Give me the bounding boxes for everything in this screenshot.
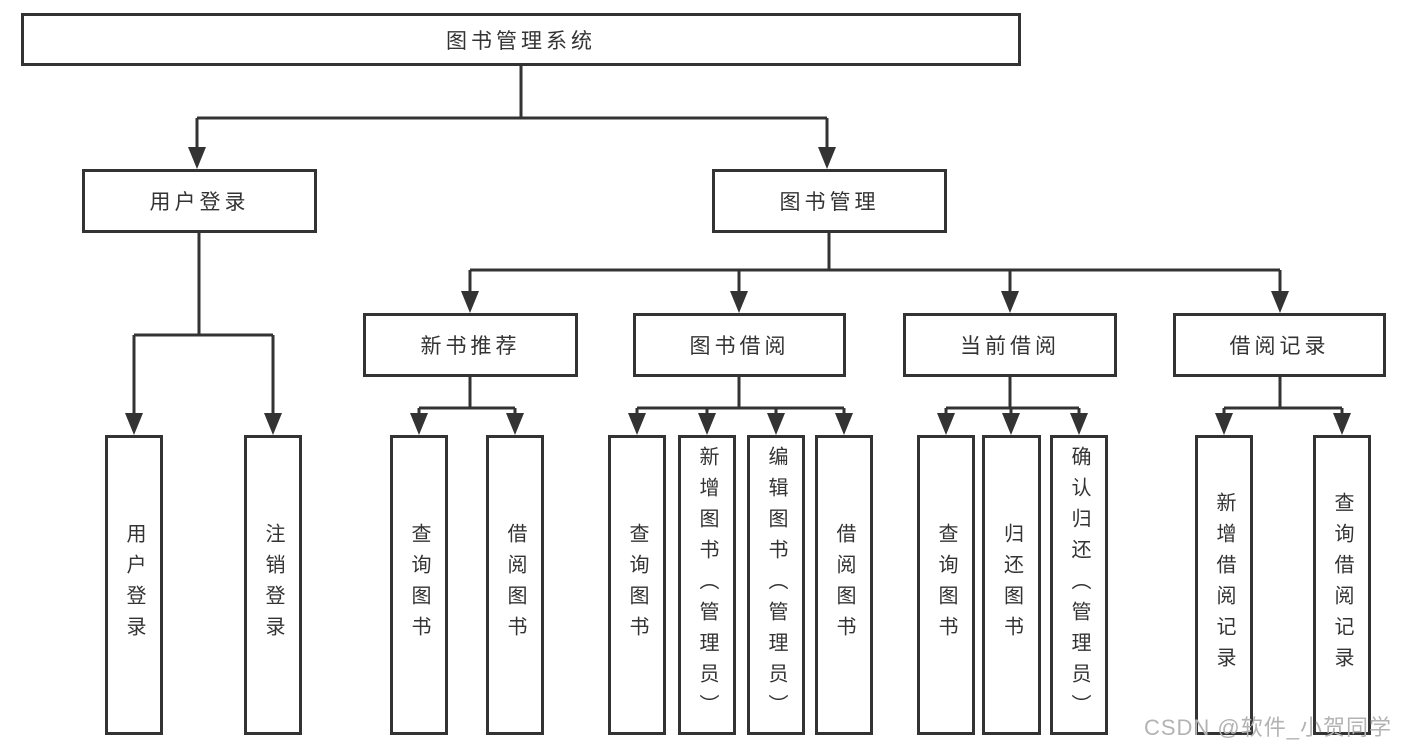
node-library-management-system: 图书管理系统 [21,13,1021,66]
leaf-query-borrow-record: 查询借阅记录 [1313,435,1371,735]
leaf-confirm-return-admin: 确认归还（管理员） [1050,435,1108,735]
node-borrowing-records: 借阅记录 [1173,313,1386,377]
node-user-login: 用户登录 [82,169,317,233]
leaf-query-books: 查询图书 [608,435,666,735]
leaf-label: 编辑图书（管理员） [765,445,787,725]
node-label: 用户登录 [149,191,250,214]
node-book-management: 图书管理 [712,169,947,233]
leaf-return-books: 归还图书 [982,435,1041,735]
node-new-book-recommendation: 新书推荐 [363,313,578,377]
leaf-query-books: 查询图书 [917,435,975,735]
leaf-label: 查询图书 [408,523,430,647]
node-current-borrowing: 当前借阅 [903,313,1117,377]
leaf-logout: 注销登录 [244,435,302,735]
leaf-user-login: 用户登录 [105,435,163,735]
leaf-query-books: 查询图书 [390,435,448,735]
node-label: 新书推荐 [420,335,521,358]
leaf-label: 确认归还（管理员） [1068,445,1090,725]
node-label: 图书管理系统 [446,29,596,53]
node-book-borrowing: 图书借阅 [633,313,846,377]
leaf-label: 查询借阅记录 [1331,492,1353,678]
leaf-label: 借阅图书 [833,523,855,647]
leaf-label: 借阅图书 [504,523,526,647]
node-label: 借阅记录 [1229,335,1330,358]
leaf-label: 查询图书 [935,523,957,647]
leaf-label: 注销登录 [262,523,284,647]
leaf-label: 新增借阅记录 [1213,492,1235,678]
node-label: 图书借阅 [689,335,790,358]
leaf-borrow-books: 借阅图书 [815,435,873,735]
leaf-add-books-admin: 新增图书（管理员） [678,435,736,735]
leaf-label: 归还图书 [1000,523,1023,647]
leaf-add-borrow-record: 新增借阅记录 [1195,435,1253,735]
leaf-label: 查询图书 [626,523,648,647]
leaf-borrow-books: 借阅图书 [486,435,544,735]
node-label: 当前借阅 [960,335,1060,358]
csdn-watermark: CSDN @软件_小贺同学 [1143,715,1392,740]
leaf-label: 用户登录 [123,523,145,647]
leaf-edit-books-admin: 编辑图书（管理员） [747,435,805,735]
leaf-label: 新增图书（管理员） [696,445,718,725]
node-label: 图书管理 [779,191,880,214]
